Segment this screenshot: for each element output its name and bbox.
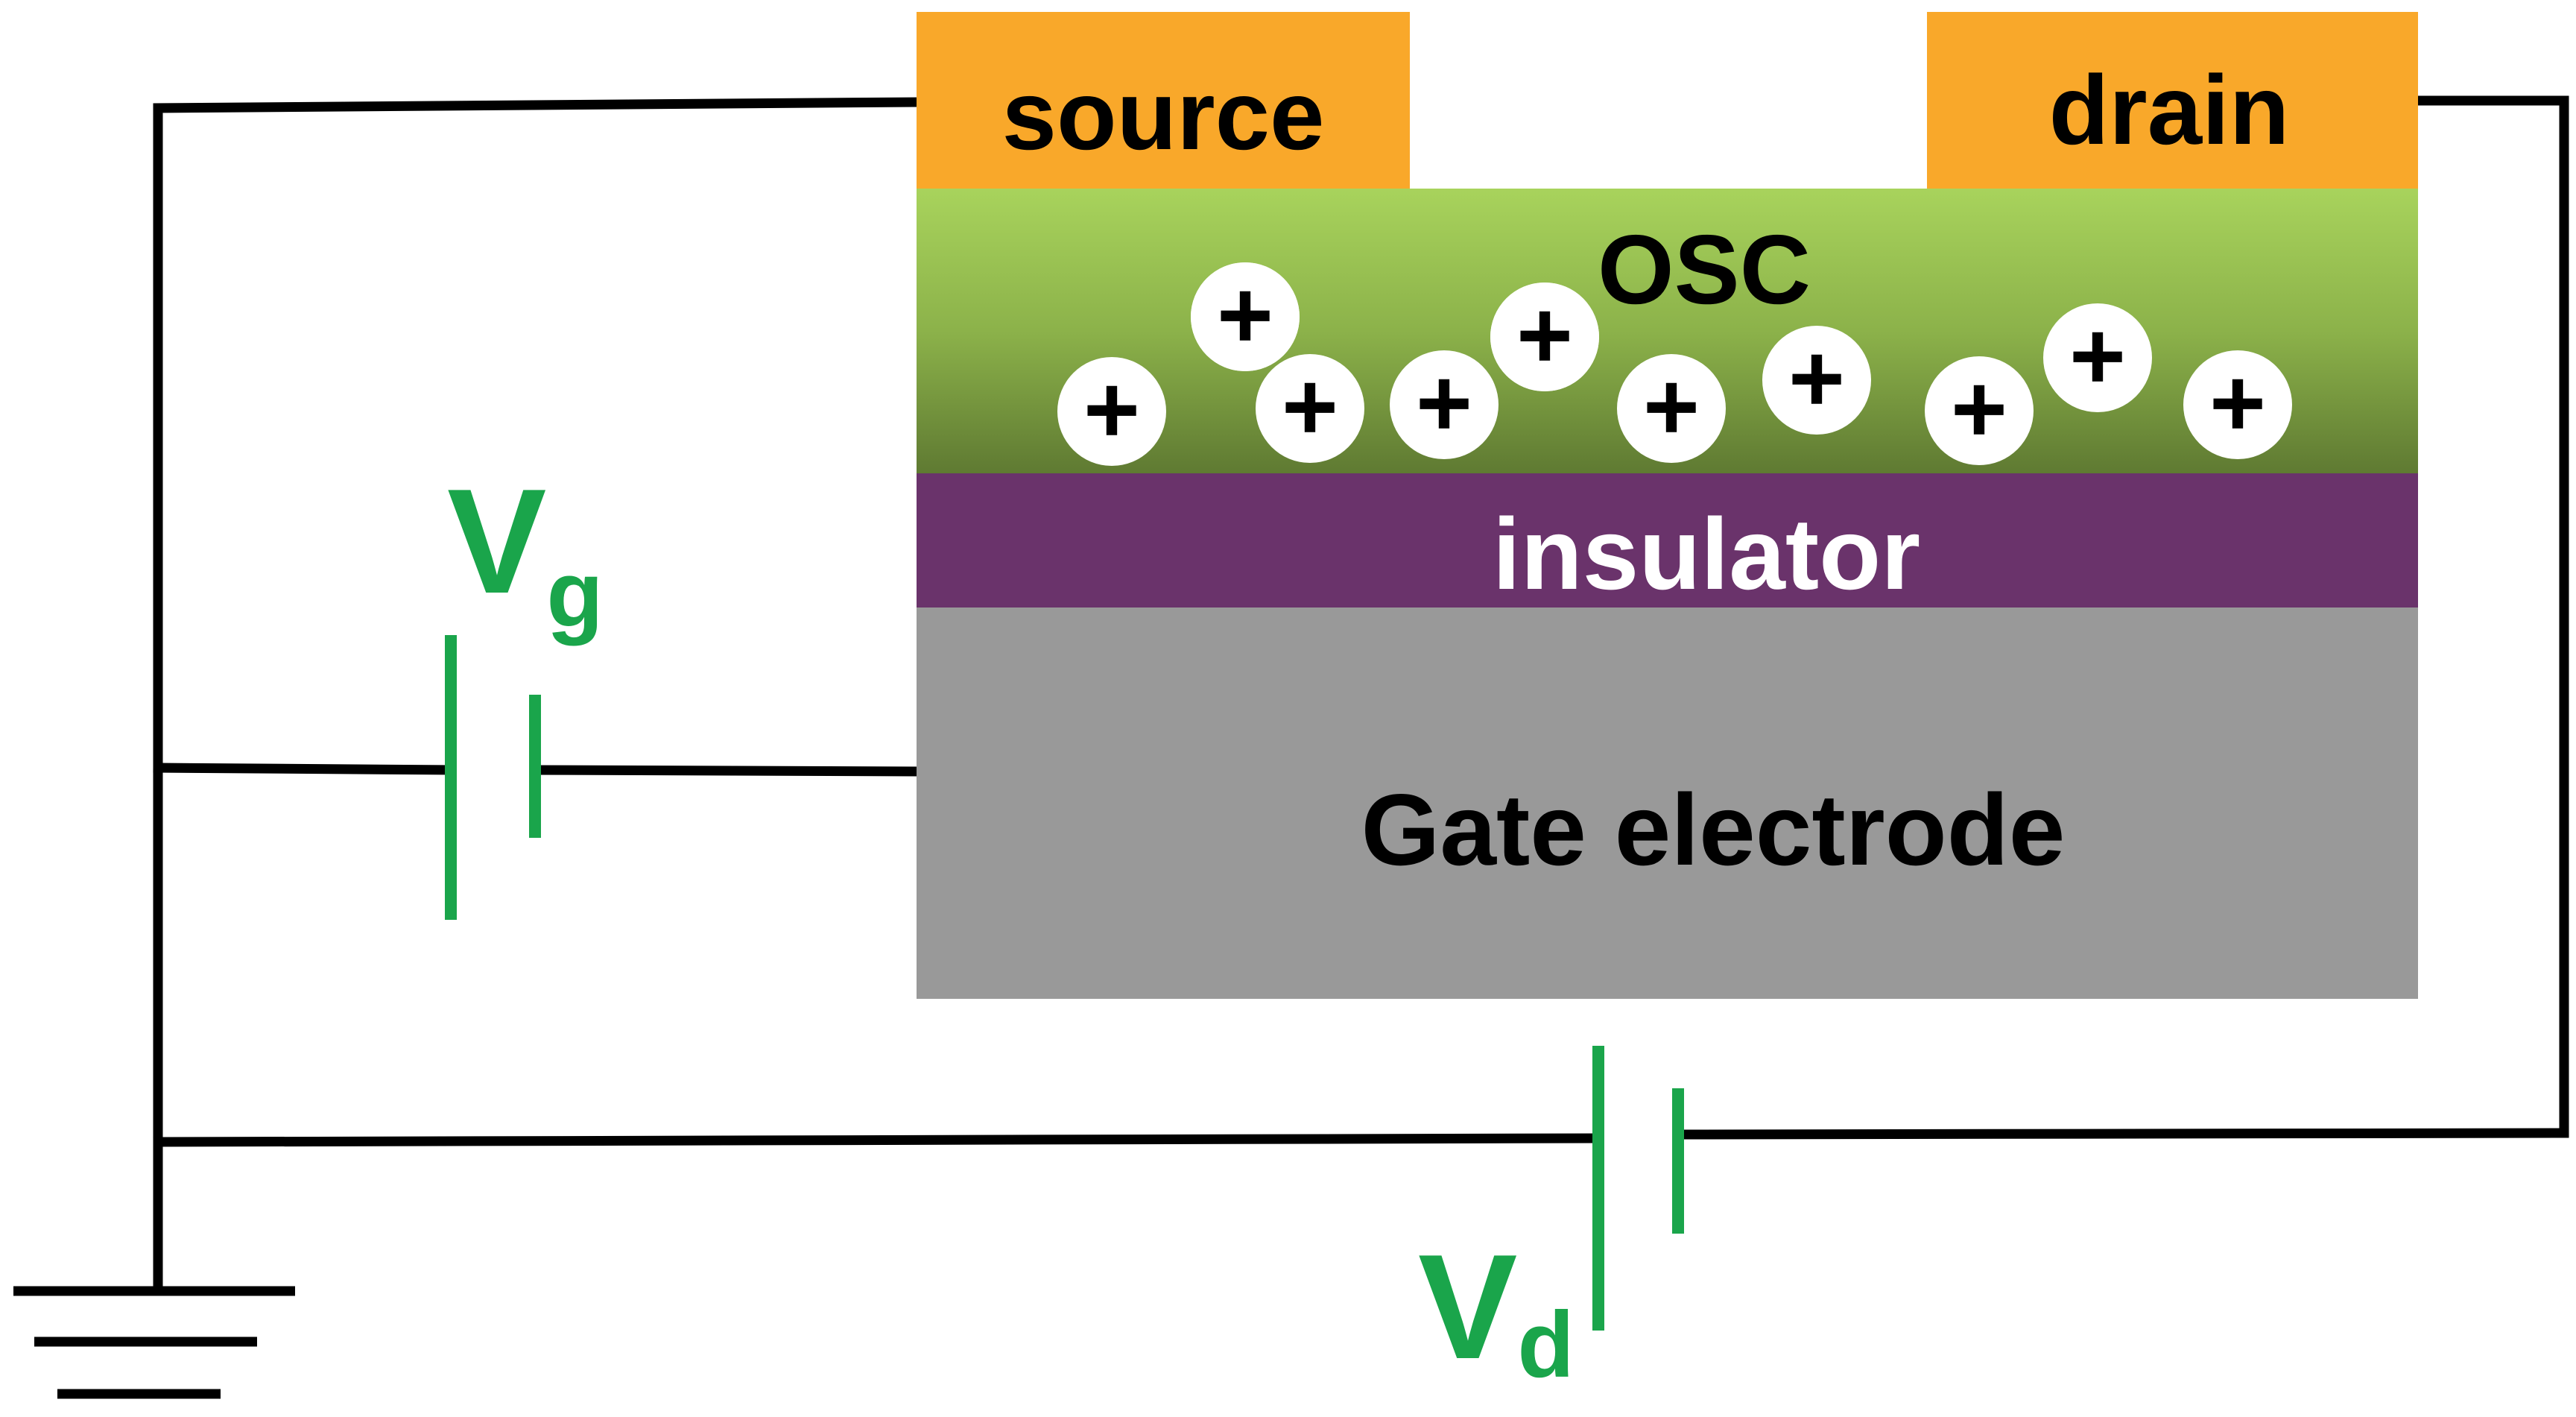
charge-circle: [1490, 283, 1599, 391]
charge-circle: [2043, 303, 2152, 412]
charge-plus-sign: +: [1788, 324, 1845, 432]
charge-circle: [1390, 350, 1499, 459]
drain-wire: [1673, 95, 2569, 1140]
gate-voltage-battery: [445, 635, 541, 920]
charge-plus-sign: +: [1083, 355, 1140, 464]
insulator-layer: [917, 473, 2418, 607]
insulator-label: insulator: [1493, 497, 1920, 610]
charge-plus-sign: +: [1416, 348, 1472, 457]
source-wire: [153, 97, 922, 1291]
source-label: source: [1002, 60, 1325, 170]
charge-circle: [2183, 350, 2292, 459]
charge-plus-sign: +: [1951, 354, 2007, 463]
charge-plus-sign: +: [1282, 352, 1338, 461]
gate-wire-right: [530, 765, 922, 777]
charge-plus-sign: +: [2069, 301, 2126, 410]
charge-carriers: ++++++++++++: [1057, 260, 2292, 466]
vd-label: Vd: [1418, 1224, 1575, 1397]
charge-circle: [1762, 326, 1871, 435]
charge-carrier: +: [1191, 260, 1300, 371]
charge-carrier: +: [2183, 348, 2292, 459]
charge-circle: [1057, 357, 1166, 466]
vg-label: Vg: [447, 458, 604, 646]
source-contact: [917, 12, 1410, 189]
charge-plus-sign: +: [1643, 352, 1700, 461]
vg-subscript: g: [546, 543, 603, 646]
charge-carrier: +: [1617, 352, 1726, 463]
charge-circle: [1256, 354, 1364, 463]
drain-wire-bottom-left: [153, 1133, 1604, 1147]
charge-carrier: +: [1490, 280, 1599, 391]
charge-carrier: +: [1057, 355, 1166, 466]
charge-plus-sign: +: [1217, 260, 1273, 369]
charge-plus-sign: +: [1516, 280, 1573, 389]
gate-wire-left: [153, 763, 456, 775]
circuit-wires: [153, 95, 2569, 1291]
charge-plus-sign: +: [2209, 348, 2266, 457]
gate-electrode: [917, 607, 2418, 999]
drain-contact: [1927, 12, 2418, 189]
charge-carrier: +: [1390, 348, 1499, 459]
charge-carrier: +: [1925, 354, 2034, 465]
charge-circle: [1925, 356, 2034, 465]
drain-label: drain: [2049, 55, 2290, 165]
gate-electrode-label: Gate electrode: [1361, 773, 2066, 886]
charge-circle: [1191, 262, 1300, 371]
ground-symbol: [13, 1286, 295, 1399]
charge-circle: [1617, 354, 1726, 463]
vd-subscript: d: [1517, 1293, 1574, 1397]
charge-carrier: +: [1762, 324, 1871, 435]
osc-label: OSC: [1598, 215, 1811, 324]
drain-voltage-battery: [1592, 1046, 1684, 1331]
charge-carrier: +: [1256, 352, 1364, 463]
charge-carrier: +: [2043, 301, 2152, 412]
